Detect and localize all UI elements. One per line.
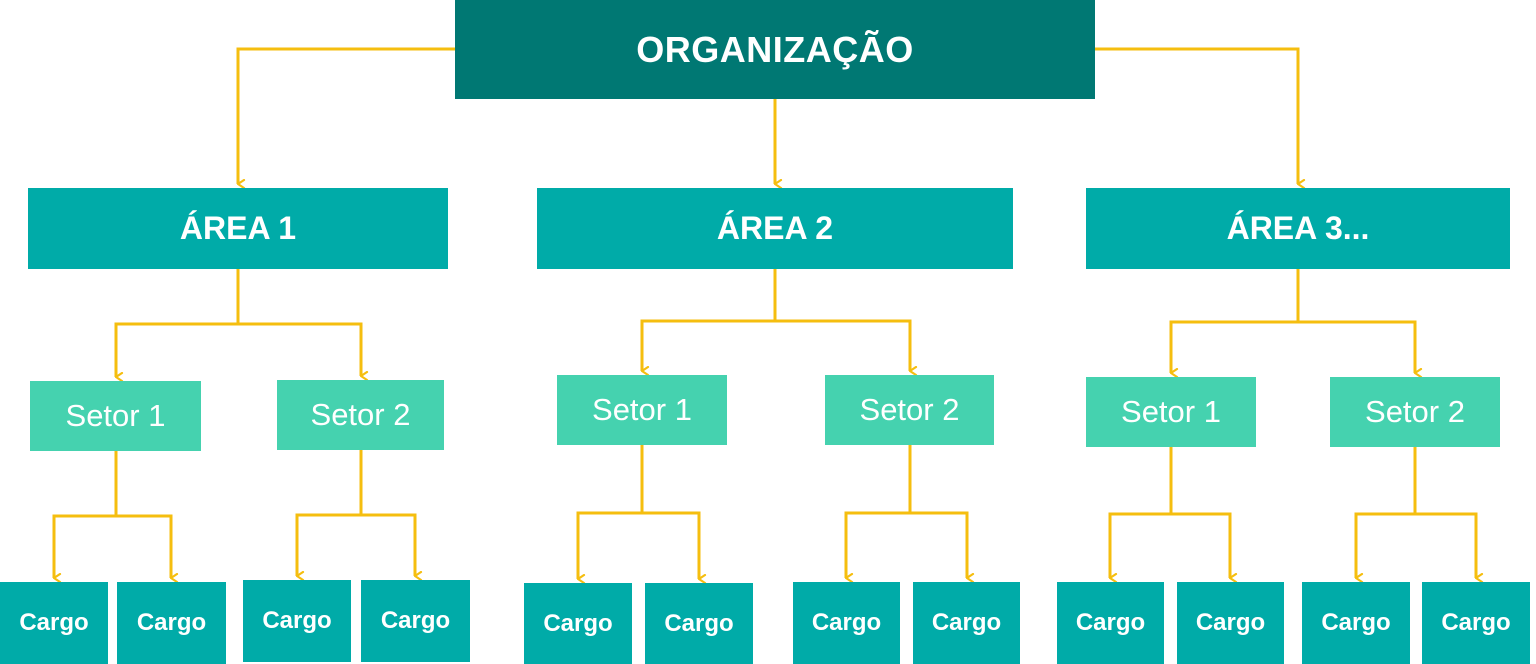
cargo-label: Cargo [1075, 609, 1146, 636]
area-1-label: ÁREA 1 [179, 210, 297, 246]
connector-area-1-setor-2 [238, 322, 361, 376]
connector-area-2-setor-2 [775, 319, 910, 371]
area-2-setor-1-box: Setor 1 [557, 375, 727, 445]
connector-setor-3-1-cargo-9 [1108, 512, 1171, 578]
connector-setor-3-1-cargo-10 [1171, 512, 1230, 578]
connector-setor-1-1-cargo-2 [116, 514, 171, 578]
area-1-setor-2-label: Setor 2 [310, 397, 411, 432]
connector-area-3-setor-2 [1298, 320, 1415, 373]
area-1-setor-1-cargo-1-box: Cargo [0, 582, 108, 664]
area-3-setor-2-cargo-2-box: Cargo [1422, 582, 1530, 664]
cargo-label: Cargo [136, 609, 207, 636]
area-3-setor-1-box: Setor 1 [1086, 377, 1256, 447]
area-3-label: ÁREA 3... [1226, 210, 1370, 246]
area-1-setor-1-cargo-2-box: Cargo [117, 582, 226, 664]
area-2-setor-2-cargo-2-box: Cargo [913, 582, 1020, 664]
connector-setor-1-2-cargo-3 [295, 513, 361, 576]
area-2-box: ÁREA 2 [537, 188, 1013, 269]
organization-label: ORGANIZAÇÃO [636, 28, 914, 70]
cargo-label: Cargo [19, 609, 89, 636]
area-2-setor-2-label: Setor 2 [859, 392, 960, 427]
cargo-label: Cargo [1195, 609, 1266, 636]
area-3-setor-1-cargo-1-box: Cargo [1057, 582, 1164, 664]
connector-setor-2-1-cargo-5 [576, 511, 642, 579]
cargo-label: Cargo [380, 607, 451, 634]
connector-setor-3-2-cargo-12 [1415, 512, 1476, 578]
area-3-setor-2-box: Setor 2 [1330, 377, 1500, 447]
connector-setor-2-2-cargo-8 [910, 511, 967, 578]
area-2-setor-1-cargo-1-box: Cargo [524, 583, 632, 664]
area-2-setor-1-label: Setor 1 [592, 392, 692, 427]
area-1-setor-1-label: Setor 1 [65, 398, 166, 433]
cargo-label: Cargo [664, 610, 734, 637]
area-3-setor-1-label: Setor 1 [1121, 394, 1221, 429]
area-1-setor-2-cargo-2-box: Cargo [361, 580, 470, 662]
area-3-setor-2-label: Setor 2 [1365, 394, 1465, 429]
cargo-label: Cargo [1441, 609, 1511, 636]
connector-org-area-3 [1095, 47, 1298, 184]
connector-org-area-1 [236, 47, 455, 184]
connector-area-1-setor-1 [114, 322, 238, 377]
area-3-setor-2-cargo-1-box: Cargo [1302, 582, 1410, 664]
area-1-setor-2-cargo-1-box: Cargo [243, 580, 351, 662]
connector-setor-3-2-cargo-11 [1354, 512, 1415, 578]
area-1-setor-2-box: Setor 2 [277, 380, 444, 450]
connector-area-3-setor-1 [1169, 320, 1298, 373]
area-2-setor-1-cargo-2-box: Cargo [645, 583, 753, 664]
cargo-label: Cargo [543, 610, 613, 637]
connector-setor-1-2-cargo-4 [361, 513, 415, 576]
connector-setor-2-2-cargo-7 [844, 511, 910, 578]
area-2-setor-2-cargo-1-box: Cargo [793, 582, 900, 664]
area-1-setor-1-box: Setor 1 [30, 381, 201, 451]
area-1-box: ÁREA 1 [28, 188, 448, 269]
connector-setor-2-1-cargo-6 [642, 511, 699, 579]
cargo-label: Cargo [1321, 609, 1391, 636]
organization-box: ORGANIZAÇÃO [455, 0, 1095, 99]
connector-area-2-setor-1 [640, 319, 775, 371]
area-3-setor-1-cargo-2-box: Cargo [1177, 582, 1284, 664]
cargo-label: Cargo [262, 607, 332, 634]
cargo-label: Cargo [931, 609, 1002, 636]
area-2-setor-2-box: Setor 2 [825, 375, 994, 445]
area-3-box: ÁREA 3... [1086, 188, 1510, 269]
cargo-label: Cargo [811, 609, 882, 636]
area-2-label: ÁREA 2 [716, 210, 834, 246]
connector-setor-1-1-cargo-1 [52, 514, 116, 578]
